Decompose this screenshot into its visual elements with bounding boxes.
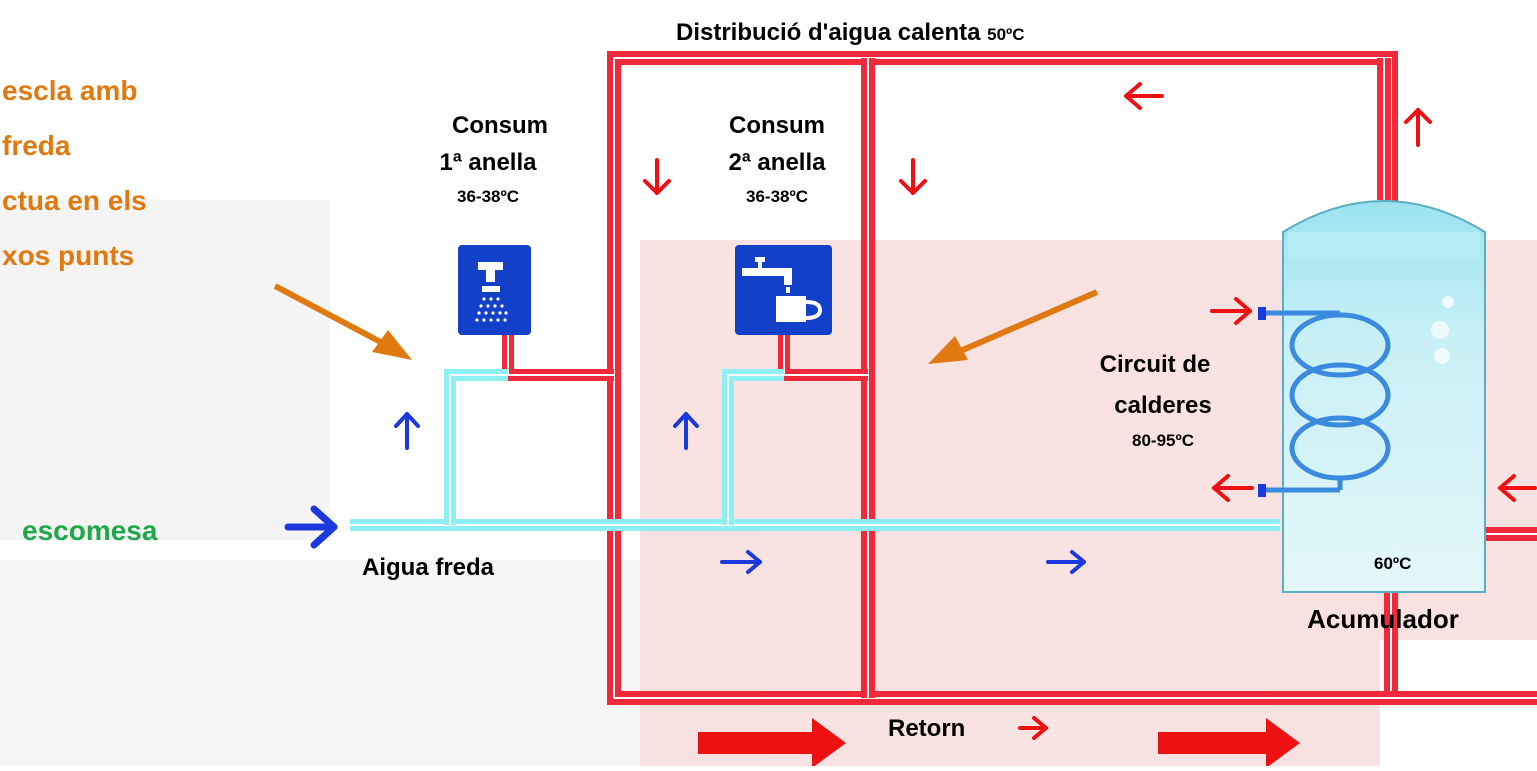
big-arrow-right-icon [1158,718,1300,768]
arrow-right-cold2-icon [1046,550,1086,574]
orange-arrow-right-icon [928,289,1099,364]
tank-temp: 60ºC [1374,554,1411,573]
svg-text:xos punts: xos punts [2,240,134,271]
arrow-intake-icon [284,505,338,549]
svg-text:escla amb: escla amb [2,75,137,106]
consum2-title: Consum [729,112,825,139]
boiler-circuit-line2: calderes [1114,392,1211,419]
cold-water-pipes [350,369,1280,531]
arrow-down-ring1-icon [643,158,671,195]
arrow-retorn-icon [1018,716,1048,740]
big-return-arrows [698,718,1300,768]
boiler-temp: 80-95ºC [1132,431,1194,450]
arrow-up-cold1-icon [394,412,420,450]
cold-water-label: Aigua freda [362,554,495,581]
red-flow-arrows [643,82,1537,740]
consum2-ring: 2ª anella [729,149,827,176]
mix-note: escla amb freda ctua en els xos punts [2,75,147,271]
svg-text:freda: freda [2,130,71,161]
arrow-out-coil-icon [1212,474,1254,502]
svg-text:ctua en els: ctua en els [2,185,147,216]
intake-label: escomesa [22,515,158,546]
heating-coil [1262,310,1391,493]
consum1-title: Consum [452,112,548,139]
arrow-down-ring2-icon [899,158,927,195]
arrow-in-coil-icon [1210,297,1252,325]
arrow-up-cold2-icon [673,412,699,450]
arrow-right-cold1-icon [720,550,762,574]
boiler-circuit-line1: Circuit de [1100,351,1211,378]
big-arrow-left-icon [698,718,846,768]
consum2-temp: 36-38ºC [746,187,808,206]
orange-arrow-left-icon [273,283,412,360]
consum1-ring: 1ª anella [440,149,538,176]
arrow-up-outlet-icon [1404,108,1432,147]
shower-icon [458,245,531,335]
tank-label: Acumulador [1307,604,1459,634]
consum1-temp: 36-38ºC [457,187,519,206]
arrow-left-top-icon [1124,82,1164,110]
distribution-title: Distribució d'aigua calenta 50ºC [676,19,1025,46]
arrow-tank-return-icon [1498,474,1537,502]
faucet-icon [735,245,832,335]
accumulator-tank [1258,200,1486,593]
return-label: Retorn [888,715,965,742]
orange-pointer-arrows [273,283,1099,364]
blue-flow-arrows [284,412,1086,574]
